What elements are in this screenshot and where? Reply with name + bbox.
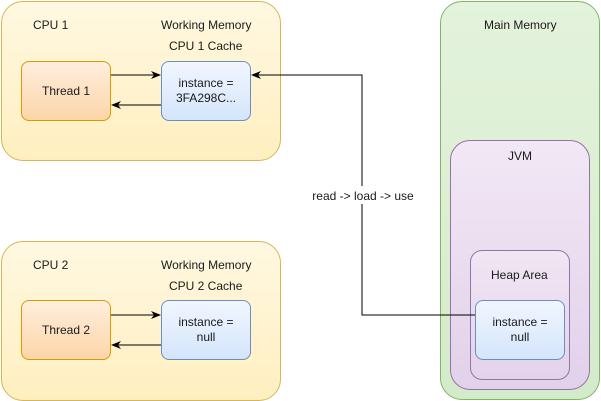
- cpu2-working-memory-label: Working Memory: [161, 258, 252, 272]
- thread1-box: Thread 1: [21, 61, 111, 121]
- heap-instance-value-line1: instance =: [492, 315, 548, 329]
- cpu2-cache-value-line2: null: [196, 330, 216, 344]
- thread2-box: Thread 2: [21, 300, 111, 360]
- cpu2-cache-value-line1: instance =: [178, 315, 234, 329]
- cpu2-cache-box: instance = null: [161, 300, 251, 360]
- thread2-label: Thread 2: [41, 323, 91, 337]
- cpu1-title: CPU 1: [33, 18, 69, 32]
- cpu1-working-memory-label: Working Memory: [161, 18, 252, 32]
- flow-label-background: [308, 186, 418, 204]
- heap-instance-value-line2: null: [510, 330, 530, 344]
- cpu1-cache-box: instance = 3FA298C...: [161, 61, 251, 121]
- cpu1-cache-title: CPU 1 Cache: [169, 39, 243, 53]
- cpu1-cache-value-line2: 3FA298C...: [175, 91, 237, 105]
- cpu2-title: CPU 2: [33, 258, 69, 272]
- cpu2-cache-title: CPU 2 Cache: [169, 279, 243, 293]
- thread1-label: Thread 1: [41, 84, 91, 98]
- cpu1-cache-value-line1: instance =: [178, 76, 234, 90]
- jvm-title: JVM: [508, 149, 532, 163]
- flow-label: read -> load -> use: [312, 189, 414, 203]
- main-memory-title: Main Memory: [484, 18, 557, 32]
- heap-instance-box: instance = null: [475, 300, 565, 360]
- heap-area-title: Heap Area: [491, 268, 548, 282]
